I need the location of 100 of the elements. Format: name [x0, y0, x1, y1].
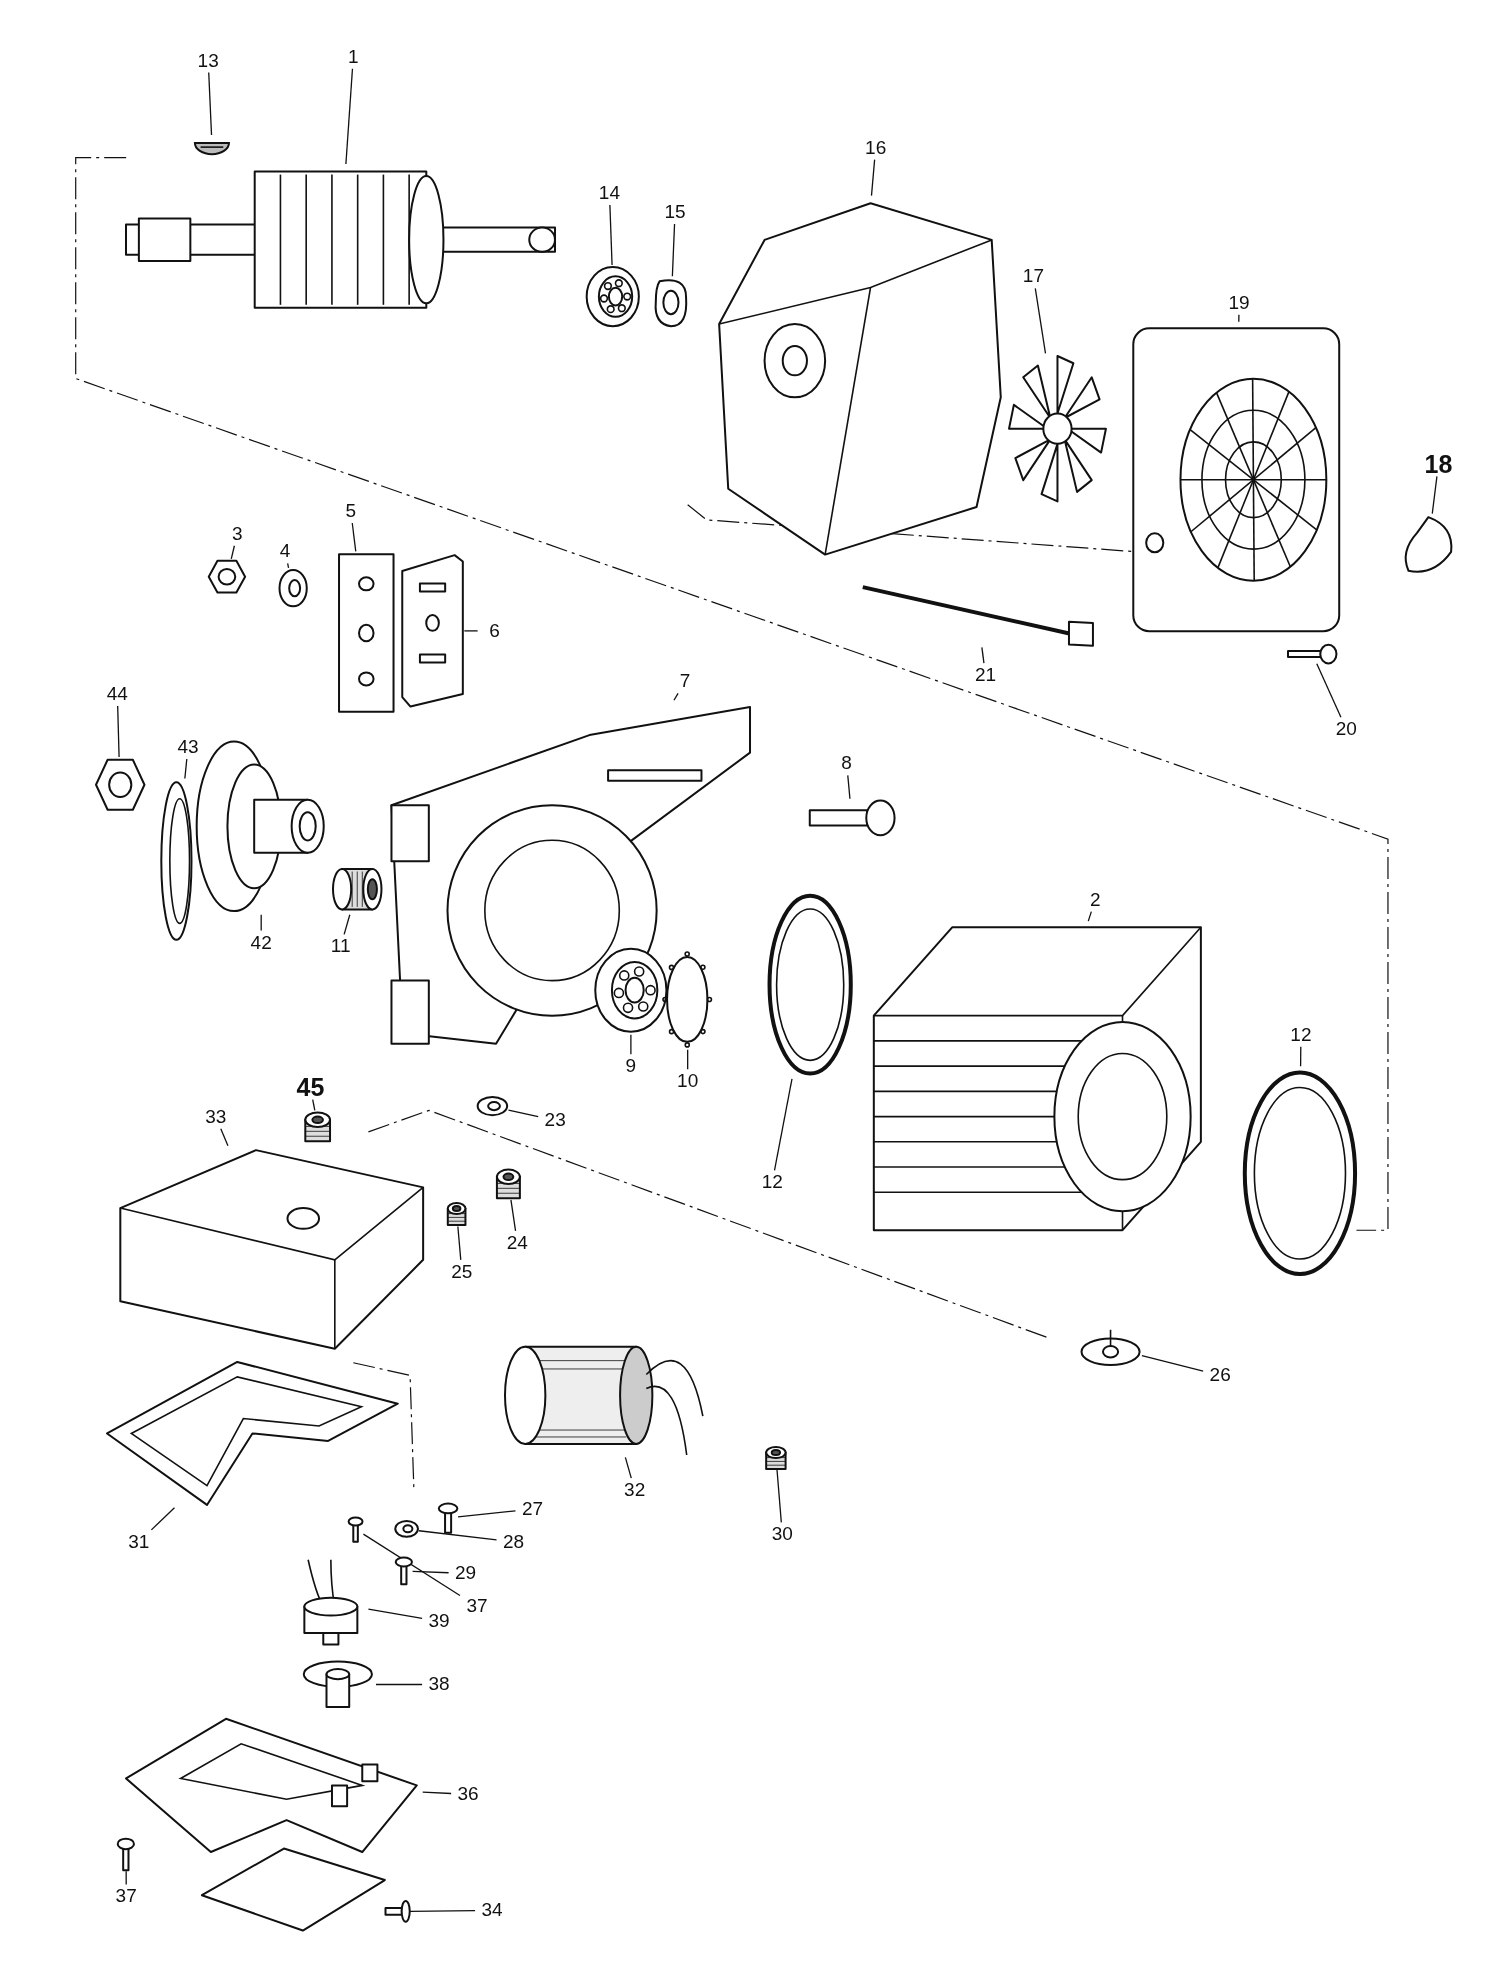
bolt-drawing: [807, 798, 896, 837]
callout-number: 42: [244, 930, 279, 955]
callout-number: 8: [829, 751, 864, 776]
callout-number: 43: [171, 734, 205, 759]
callout-number: 44: [100, 681, 135, 706]
callout-number: 9: [613, 1054, 648, 1079]
ball-bearing-drawing: [585, 264, 641, 329]
callout-number: 1: [336, 44, 371, 69]
leader-line: [507, 1109, 539, 1118]
callout-number: 28: [496, 1529, 531, 1554]
leader-line: [1299, 1046, 1302, 1067]
leader-line: [260, 914, 262, 932]
leader-line: [687, 1049, 689, 1070]
leader-line: [1034, 287, 1047, 354]
leader-line: [847, 774, 851, 800]
leader-line: [1431, 475, 1438, 515]
leader-line: [208, 71, 213, 136]
seal-drawing: [300, 1659, 376, 1710]
callout-number: 34: [475, 1898, 510, 1923]
leader-line: [375, 1683, 423, 1686]
callout-number: 2: [1078, 887, 1113, 912]
leader-line: [630, 1034, 632, 1055]
leader-line: [411, 1570, 450, 1574]
screw-drawing: [117, 1838, 135, 1872]
leader-line: [624, 1456, 632, 1479]
callout-number: 4: [268, 539, 303, 564]
leader-line: [345, 68, 354, 165]
leader-line: [230, 545, 236, 560]
leader-line: [1238, 314, 1240, 323]
leader-line: [510, 1199, 517, 1232]
leader-line: [1141, 1354, 1204, 1372]
callout-number: 13: [191, 48, 226, 73]
callout-number: 25: [444, 1259, 479, 1284]
callout-number: 20: [1329, 717, 1364, 742]
callout-number: 36: [451, 1782, 486, 1807]
leader-line: [870, 159, 876, 197]
callout-number: 18: [1421, 452, 1456, 477]
callout-number: 3: [220, 521, 255, 546]
callout-number: 14: [592, 181, 627, 206]
callout-number: 37: [459, 1594, 494, 1619]
leader-line: [184, 758, 188, 780]
callout-number: 38: [422, 1672, 457, 1697]
callout-number: 12: [1283, 1022, 1318, 1047]
callout-number: 10: [670, 1069, 705, 1094]
clip-drawing: [1078, 1328, 1142, 1367]
leader-line: [1316, 663, 1342, 718]
leader-line: [409, 1909, 476, 1913]
leader-line: [312, 1099, 316, 1111]
plate-drawing: [335, 551, 397, 716]
callout-number: 27: [515, 1497, 550, 1522]
leader-line: [150, 1507, 176, 1531]
screw-drawing: [348, 1516, 364, 1542]
callout-number: 5: [333, 499, 368, 523]
callout-number: 33: [198, 1104, 233, 1129]
washer-drawing: [277, 567, 308, 609]
callout-number: 31: [121, 1529, 156, 1554]
leader-line: [351, 522, 357, 553]
plug-drawing: [762, 1444, 790, 1470]
leader-line: [418, 1530, 498, 1541]
callout-number: 7: [668, 669, 703, 694]
leader-line: [362, 1533, 461, 1597]
leader-line: [457, 1510, 517, 1518]
screw-drawing: [437, 1502, 458, 1534]
leader-line: [287, 562, 290, 569]
leader-line: [367, 1608, 423, 1620]
leader-line: [463, 630, 479, 632]
callout-number: 29: [448, 1561, 483, 1586]
bracket-drawing: [401, 552, 465, 710]
nut-drawing: [208, 558, 247, 595]
ball-bearing-drawing: [593, 946, 669, 1035]
leader-line: [609, 204, 613, 266]
callout-number: 39: [422, 1609, 457, 1634]
leader-line: [981, 646, 985, 664]
callout-number: 17: [1016, 264, 1051, 289]
leader-line: [671, 223, 676, 277]
callout-number: 19: [1222, 290, 1257, 315]
callout-number: 24: [500, 1230, 535, 1255]
callout-number: 45: [293, 1075, 328, 1100]
disk-drawing: [160, 778, 194, 943]
leader-line: [457, 1225, 462, 1261]
callout-number: 12: [755, 1170, 790, 1195]
screw-drawing: [394, 1557, 413, 1585]
retaining-ring-drawing: [662, 948, 713, 1050]
callout-number: 37: [109, 1884, 144, 1909]
leader-line: [1087, 911, 1092, 922]
leader-line: [220, 1128, 229, 1147]
leader-line: [776, 1469, 782, 1523]
callout-number: 23: [538, 1108, 573, 1133]
callout-number: 21: [968, 663, 1003, 688]
leader-line: [773, 1078, 793, 1171]
leader-line: [117, 705, 120, 758]
callout-number: 32: [617, 1478, 652, 1503]
nut-drawing: [94, 757, 146, 813]
screw-drawing: [1287, 643, 1338, 664]
callout-number: 30: [765, 1522, 800, 1547]
callout-number: 15: [658, 199, 693, 224]
callout-number: 6: [477, 618, 512, 643]
leader-line: [343, 914, 351, 935]
screw-drawing: [384, 1900, 411, 1923]
leader-line: [422, 1791, 452, 1795]
